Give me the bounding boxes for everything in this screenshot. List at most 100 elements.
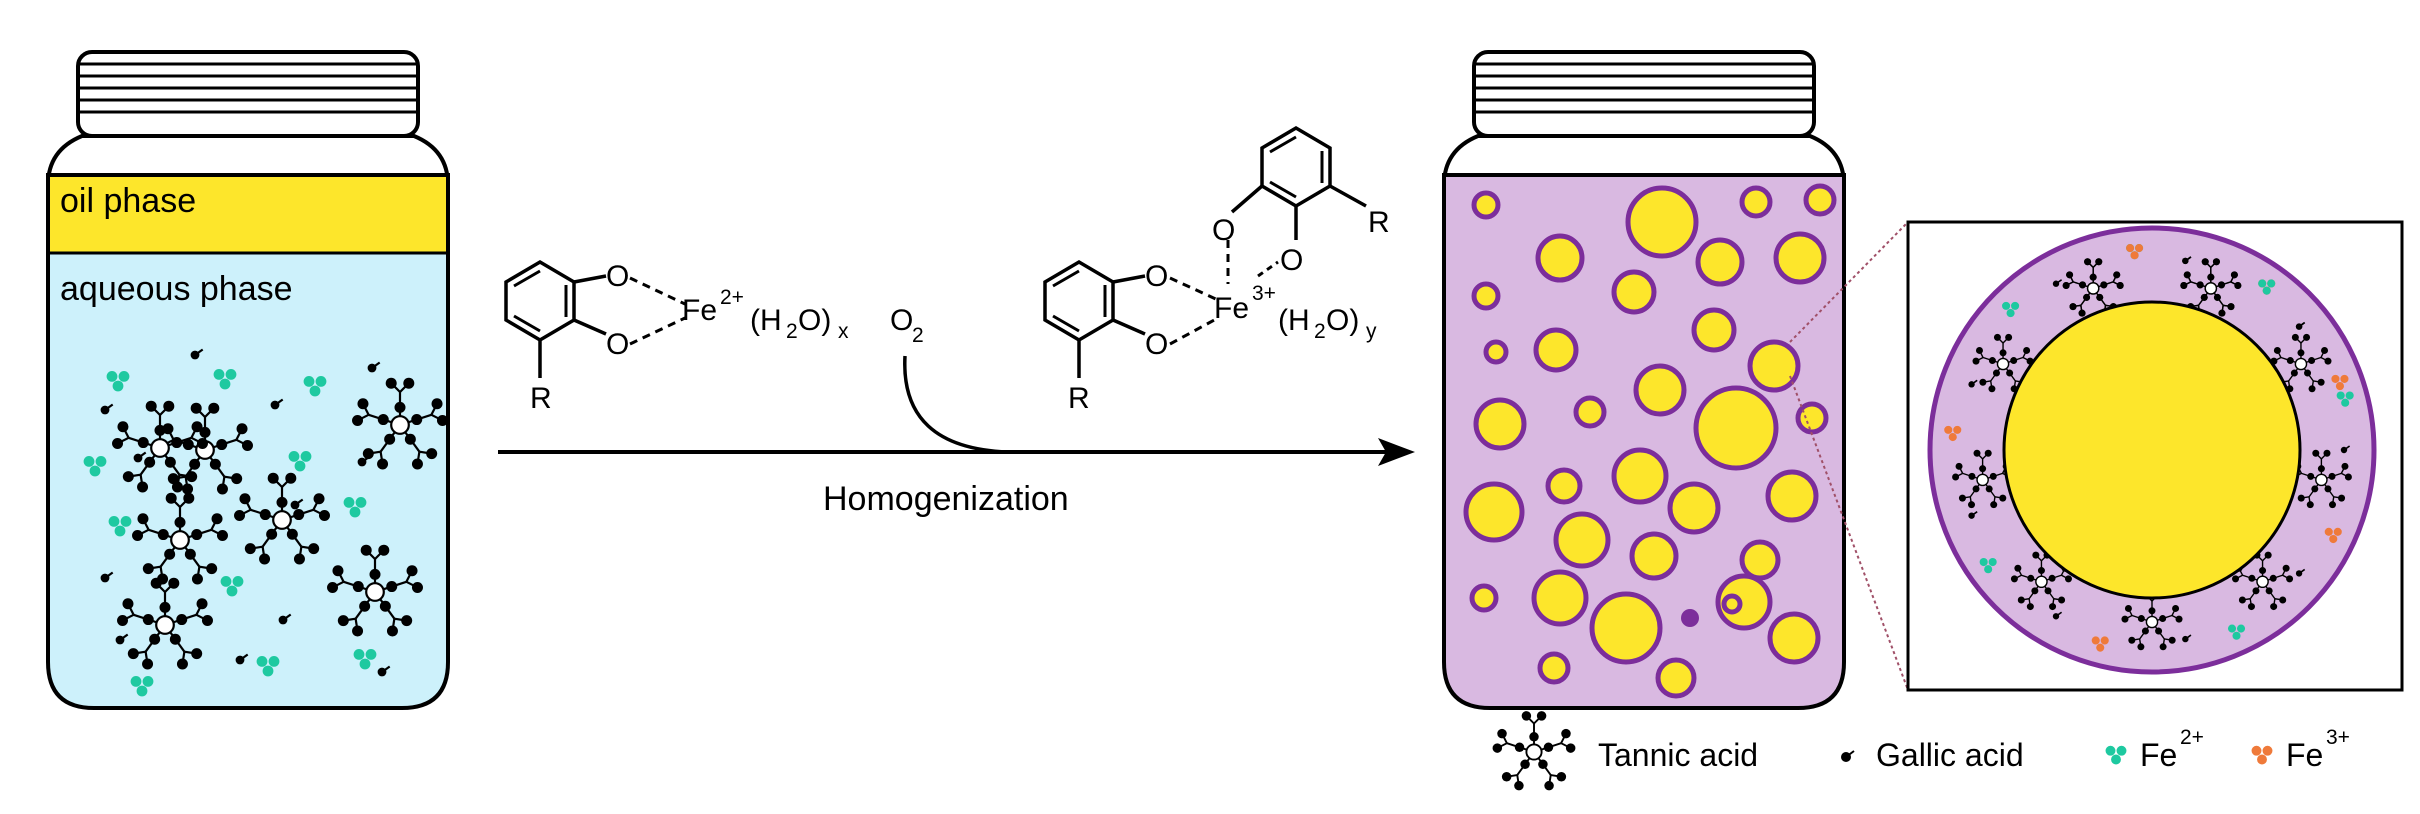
fe2-icon xyxy=(108,516,132,537)
gallic-acid-icon xyxy=(133,451,147,463)
oil-droplet xyxy=(1715,573,1773,631)
small-droplet xyxy=(1681,609,1699,627)
legend: Tannic acid Gallic acid Fe 2+ Fe 3+ xyxy=(1492,711,2350,791)
droplet-zoom-inset xyxy=(1906,220,2404,692)
gallic-acid-icon xyxy=(2052,279,2063,287)
gallic-acid-icon xyxy=(1968,379,1978,388)
tannic-acid-icon xyxy=(1952,449,2014,509)
fe2-icon xyxy=(2105,745,2127,765)
oil-droplet xyxy=(1767,611,1821,665)
oil-phase-layer xyxy=(48,175,448,253)
fe3-icon xyxy=(2251,745,2273,765)
oil-droplet xyxy=(1695,237,1745,287)
fe2-icon xyxy=(1979,557,1997,574)
aqueous-particles xyxy=(83,348,448,697)
gallic-acid-icon xyxy=(100,403,114,415)
tannic-acid-icon xyxy=(1492,711,1576,791)
aqueous-phase-label: aqueous phase xyxy=(60,270,293,308)
fe2-complex-o1: O xyxy=(606,260,629,293)
fe3-complex-ligand-count: y xyxy=(1366,320,1377,343)
oil-droplet xyxy=(1533,327,1579,373)
fe2-icon xyxy=(2002,301,2020,318)
fe2-icon xyxy=(106,371,130,392)
oil-droplet xyxy=(1531,569,1589,627)
tannic-acid-icon xyxy=(234,472,330,565)
fe2-icon xyxy=(83,456,107,477)
oxygen-subscript: 2 xyxy=(912,324,924,347)
tannic-acid-icon xyxy=(2121,591,2183,651)
oil-droplet xyxy=(1721,593,1743,615)
fe3-icon xyxy=(2251,745,2273,765)
gallic-acid-icon xyxy=(357,455,371,467)
gallic-acid-icon xyxy=(290,498,304,510)
oil-droplet xyxy=(1463,481,1525,543)
left-jar: oil phase aqueous phase xyxy=(45,50,451,710)
fe3-icon xyxy=(1944,425,1962,442)
oil-droplet xyxy=(1629,531,1679,581)
tannic-acid-icon xyxy=(132,492,228,585)
legend-label-fe3: Fe xyxy=(2286,737,2323,773)
fe2-icon xyxy=(303,376,327,397)
oil-core xyxy=(2002,300,2302,600)
fe3-icon xyxy=(2324,527,2342,544)
fe2-complex-ligand-sub: 2 xyxy=(786,320,798,343)
tannic-acid-icon xyxy=(327,544,423,637)
reaction-arrow xyxy=(498,438,1415,466)
gallic-acid-icon xyxy=(2052,611,2063,620)
tannic-acid-icon xyxy=(352,377,448,470)
fe3-icon xyxy=(2331,374,2349,391)
legend-label-tannic-acid: Tannic acid xyxy=(1598,737,1758,773)
oil-droplet xyxy=(1471,190,1501,220)
gallic-acid-icon xyxy=(367,361,381,373)
oil-droplet xyxy=(1655,657,1697,699)
oil-droplet xyxy=(1795,401,1829,435)
fe3-complex-r2: R xyxy=(1368,206,1390,239)
oil-droplet xyxy=(1633,363,1687,417)
legend-item-gallic-acid: Gallic acid xyxy=(1841,737,2024,773)
fe3-complex-o1: O xyxy=(1145,260,1168,293)
gallic-acid-icon xyxy=(2295,568,2306,577)
gallic-acid-icon xyxy=(377,665,391,677)
gallic-acid-icon xyxy=(190,348,204,360)
fe3-complex-ligand-mid: O) xyxy=(1326,304,1359,337)
legend-item-fe3: Fe 3+ xyxy=(2251,726,2350,773)
fe3-icon xyxy=(2091,636,2109,652)
fe3-complex-o3: O xyxy=(1212,214,1235,247)
oil-droplet xyxy=(1483,339,1509,365)
fe3-complex-r1: R xyxy=(1068,382,1090,415)
oil-droplet xyxy=(1589,591,1663,665)
oil-droplet xyxy=(1471,281,1501,311)
gallic-acid-icon xyxy=(278,613,292,625)
tannic-acid-icon xyxy=(112,400,208,493)
gallic-acid-icon xyxy=(2182,634,2192,643)
fe2-icon xyxy=(2105,745,2127,765)
fe2-catechol-complex: O O Fe 2+ (H 2 O) x R xyxy=(504,259,849,415)
gallic-acid-icon xyxy=(100,571,114,583)
fe2-icon xyxy=(2227,624,2246,640)
fe2-complex-ligand: (H xyxy=(750,304,782,337)
fe3-catechol-complex: O O Fe 3+ (H 2 O) y R O O R xyxy=(1043,125,1390,415)
fe2-icon xyxy=(213,369,237,390)
oil-droplet xyxy=(1693,385,1779,471)
oxygen-reagent: O 2 xyxy=(890,304,1009,454)
oil-droplet xyxy=(1803,183,1837,217)
fe3-complex-charge: 3+ xyxy=(1252,282,1276,305)
tannic-acid-icon xyxy=(117,577,213,670)
fe3-complex-o2: O xyxy=(1145,328,1168,361)
oil-droplet xyxy=(1611,447,1669,505)
gallic-acid-icon xyxy=(2295,321,2306,330)
oil-droplet xyxy=(1537,651,1571,685)
fe2-complex-o2: O xyxy=(606,328,629,361)
oil-droplet xyxy=(1469,583,1499,613)
fe2-icon xyxy=(2258,279,2276,295)
legend-item-fe2: Fe 2+ xyxy=(2105,726,2204,773)
oil-droplet xyxy=(1739,539,1781,581)
fe2-icon xyxy=(2336,391,2354,407)
fe2-icon xyxy=(220,576,244,597)
emulsion-droplets xyxy=(1463,183,1837,699)
fe3-complex-ligand-sub: 2 xyxy=(1314,320,1326,343)
oil-droplet xyxy=(1535,233,1585,283)
oil-droplet xyxy=(1747,339,1801,393)
tannic-acid-icon xyxy=(2180,258,2242,317)
